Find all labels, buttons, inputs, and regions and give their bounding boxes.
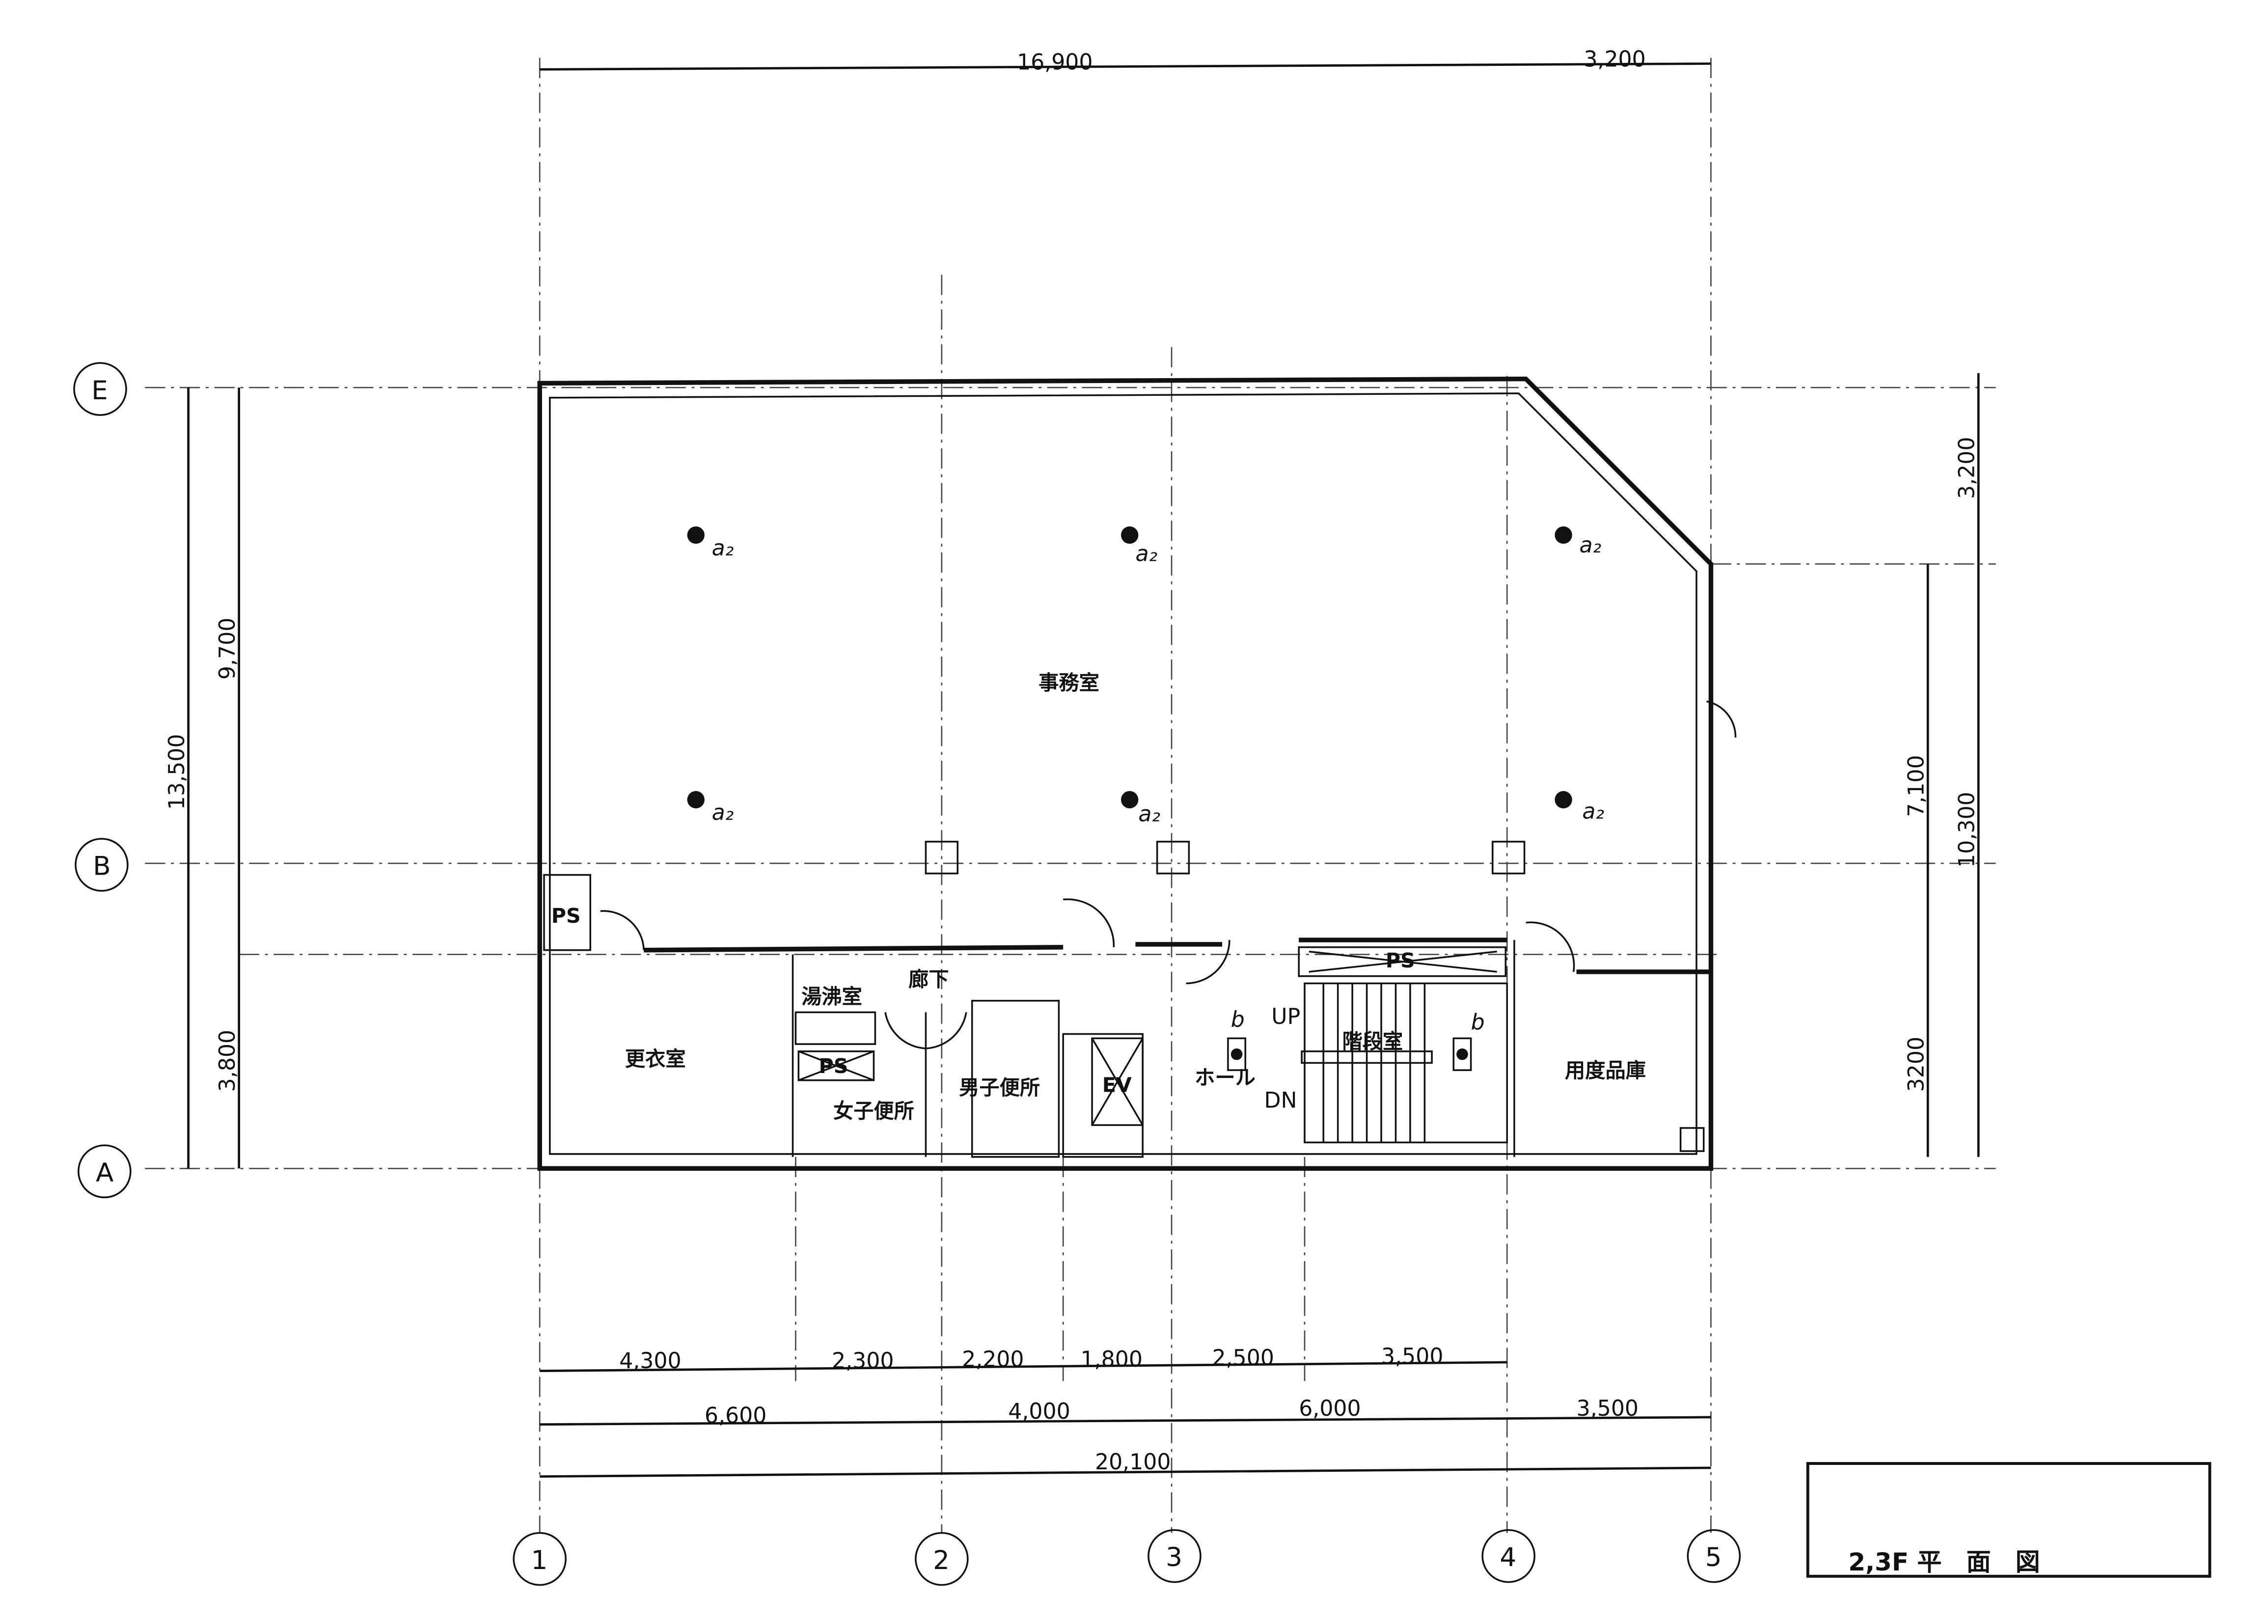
stair-up-mark: UP (1271, 1004, 1300, 1029)
column-dot (687, 526, 705, 544)
fixture-labels: a₂ a₂ a₂ a₂ a₂ a₂ b b (712, 533, 1605, 1035)
svg-text:3,500: 3,500 (1381, 1344, 1443, 1369)
grid-lines (145, 57, 1996, 1533)
svg-text:4: 4 (1500, 1542, 1517, 1572)
svg-text:2,300: 2,300 (832, 1349, 894, 1374)
svg-text:3,200: 3,200 (1584, 47, 1645, 72)
svg-text:10,300: 10,300 (1954, 792, 1979, 868)
room-hall: ホール (1195, 1066, 1256, 1090)
svg-text:9,700: 9,700 (215, 618, 240, 680)
svg-text:a₂: a₂ (1579, 533, 1601, 558)
room-labels: 事務室 更衣室 湯沸室 廊下 女子便所 男子便所 EV ホール 階段室 用度品庫… (551, 671, 1646, 1123)
room-corridor: 廊下 (908, 967, 949, 991)
svg-text:A: A (96, 1158, 113, 1188)
ps-shaft: PS (1386, 949, 1415, 972)
dimension-labels: 16,900 3,200 13,500 9,700 3,800 3,200 10… (164, 47, 1980, 1474)
column-dot (1555, 791, 1572, 809)
drawing-title: 2,3F 平 面 図 (1848, 1548, 2040, 1576)
svg-text:6,000: 6,000 (1299, 1396, 1361, 1421)
svg-text:6,600: 6,600 (705, 1404, 766, 1429)
svg-text:13,500: 13,500 (164, 734, 190, 810)
svg-text:2: 2 (933, 1545, 950, 1575)
dimension-lines (187, 62, 1980, 1478)
svg-text:B: B (93, 852, 110, 881)
svg-text:3: 3 (1166, 1542, 1182, 1572)
room-locker: 更衣室 (625, 1047, 686, 1071)
svg-text:1,800: 1,800 (1081, 1347, 1143, 1372)
column-dot (1120, 791, 1139, 809)
svg-text:3,200: 3,200 (1954, 437, 1979, 499)
ps-shaft: PS (551, 904, 581, 928)
svg-text:a₂: a₂ (712, 536, 734, 561)
stair-dn-mark: DN (1264, 1088, 1297, 1113)
svg-text:b: b (1231, 1007, 1245, 1032)
title-block: 2,3F 平 面 図 (1806, 1462, 2212, 1578)
svg-text:b: b (1471, 1010, 1485, 1035)
room-mens-wc: 男子便所 (959, 1076, 1040, 1100)
stair-treads (1301, 983, 1433, 1143)
svg-text:16,900: 16,900 (1017, 50, 1093, 75)
svg-text:E: E (91, 376, 108, 406)
room-elevator: EV (1102, 1073, 1132, 1097)
fixtures (687, 526, 1572, 1071)
grid-bubbles: 1 2 3 4 5 E B A (73, 362, 1741, 1586)
svg-text:2,200: 2,200 (962, 1347, 1024, 1372)
room-office: 事務室 (1038, 671, 1099, 695)
room-womens-wc: 女子便所 (833, 1099, 914, 1123)
room-storage: 用度品庫 (1565, 1059, 1646, 1082)
room-kitchenette: 湯沸室 (801, 985, 862, 1009)
svg-text:20,100: 20,100 (1095, 1450, 1171, 1475)
svg-text:5: 5 (1705, 1542, 1722, 1572)
ps-shaft: PS (819, 1054, 848, 1078)
svg-text:4,000: 4,000 (1008, 1399, 1070, 1424)
svg-text:3,800: 3,800 (215, 1030, 240, 1092)
svg-text:3200: 3200 (1904, 1037, 1929, 1092)
svg-text:7,100: 7,100 (1904, 755, 1929, 817)
room-stair: 階段室 (1342, 1030, 1403, 1053)
svg-text:a₂: a₂ (712, 800, 734, 826)
exterior-walls (537, 376, 1714, 1171)
svg-text:2,500: 2,500 (1212, 1346, 1274, 1371)
svg-text:a₂: a₂ (1135, 542, 1157, 567)
column-dot (687, 791, 705, 809)
svg-text:a₂: a₂ (1582, 799, 1604, 824)
column-dot (1555, 526, 1572, 544)
interior-walls (600, 700, 1737, 1158)
svg-text:a₂: a₂ (1138, 802, 1160, 827)
svg-text:4,300: 4,300 (619, 1349, 681, 1374)
svg-text:3,500: 3,500 (1577, 1396, 1639, 1421)
svg-text:1: 1 (531, 1545, 548, 1575)
column-dot (1120, 526, 1139, 544)
